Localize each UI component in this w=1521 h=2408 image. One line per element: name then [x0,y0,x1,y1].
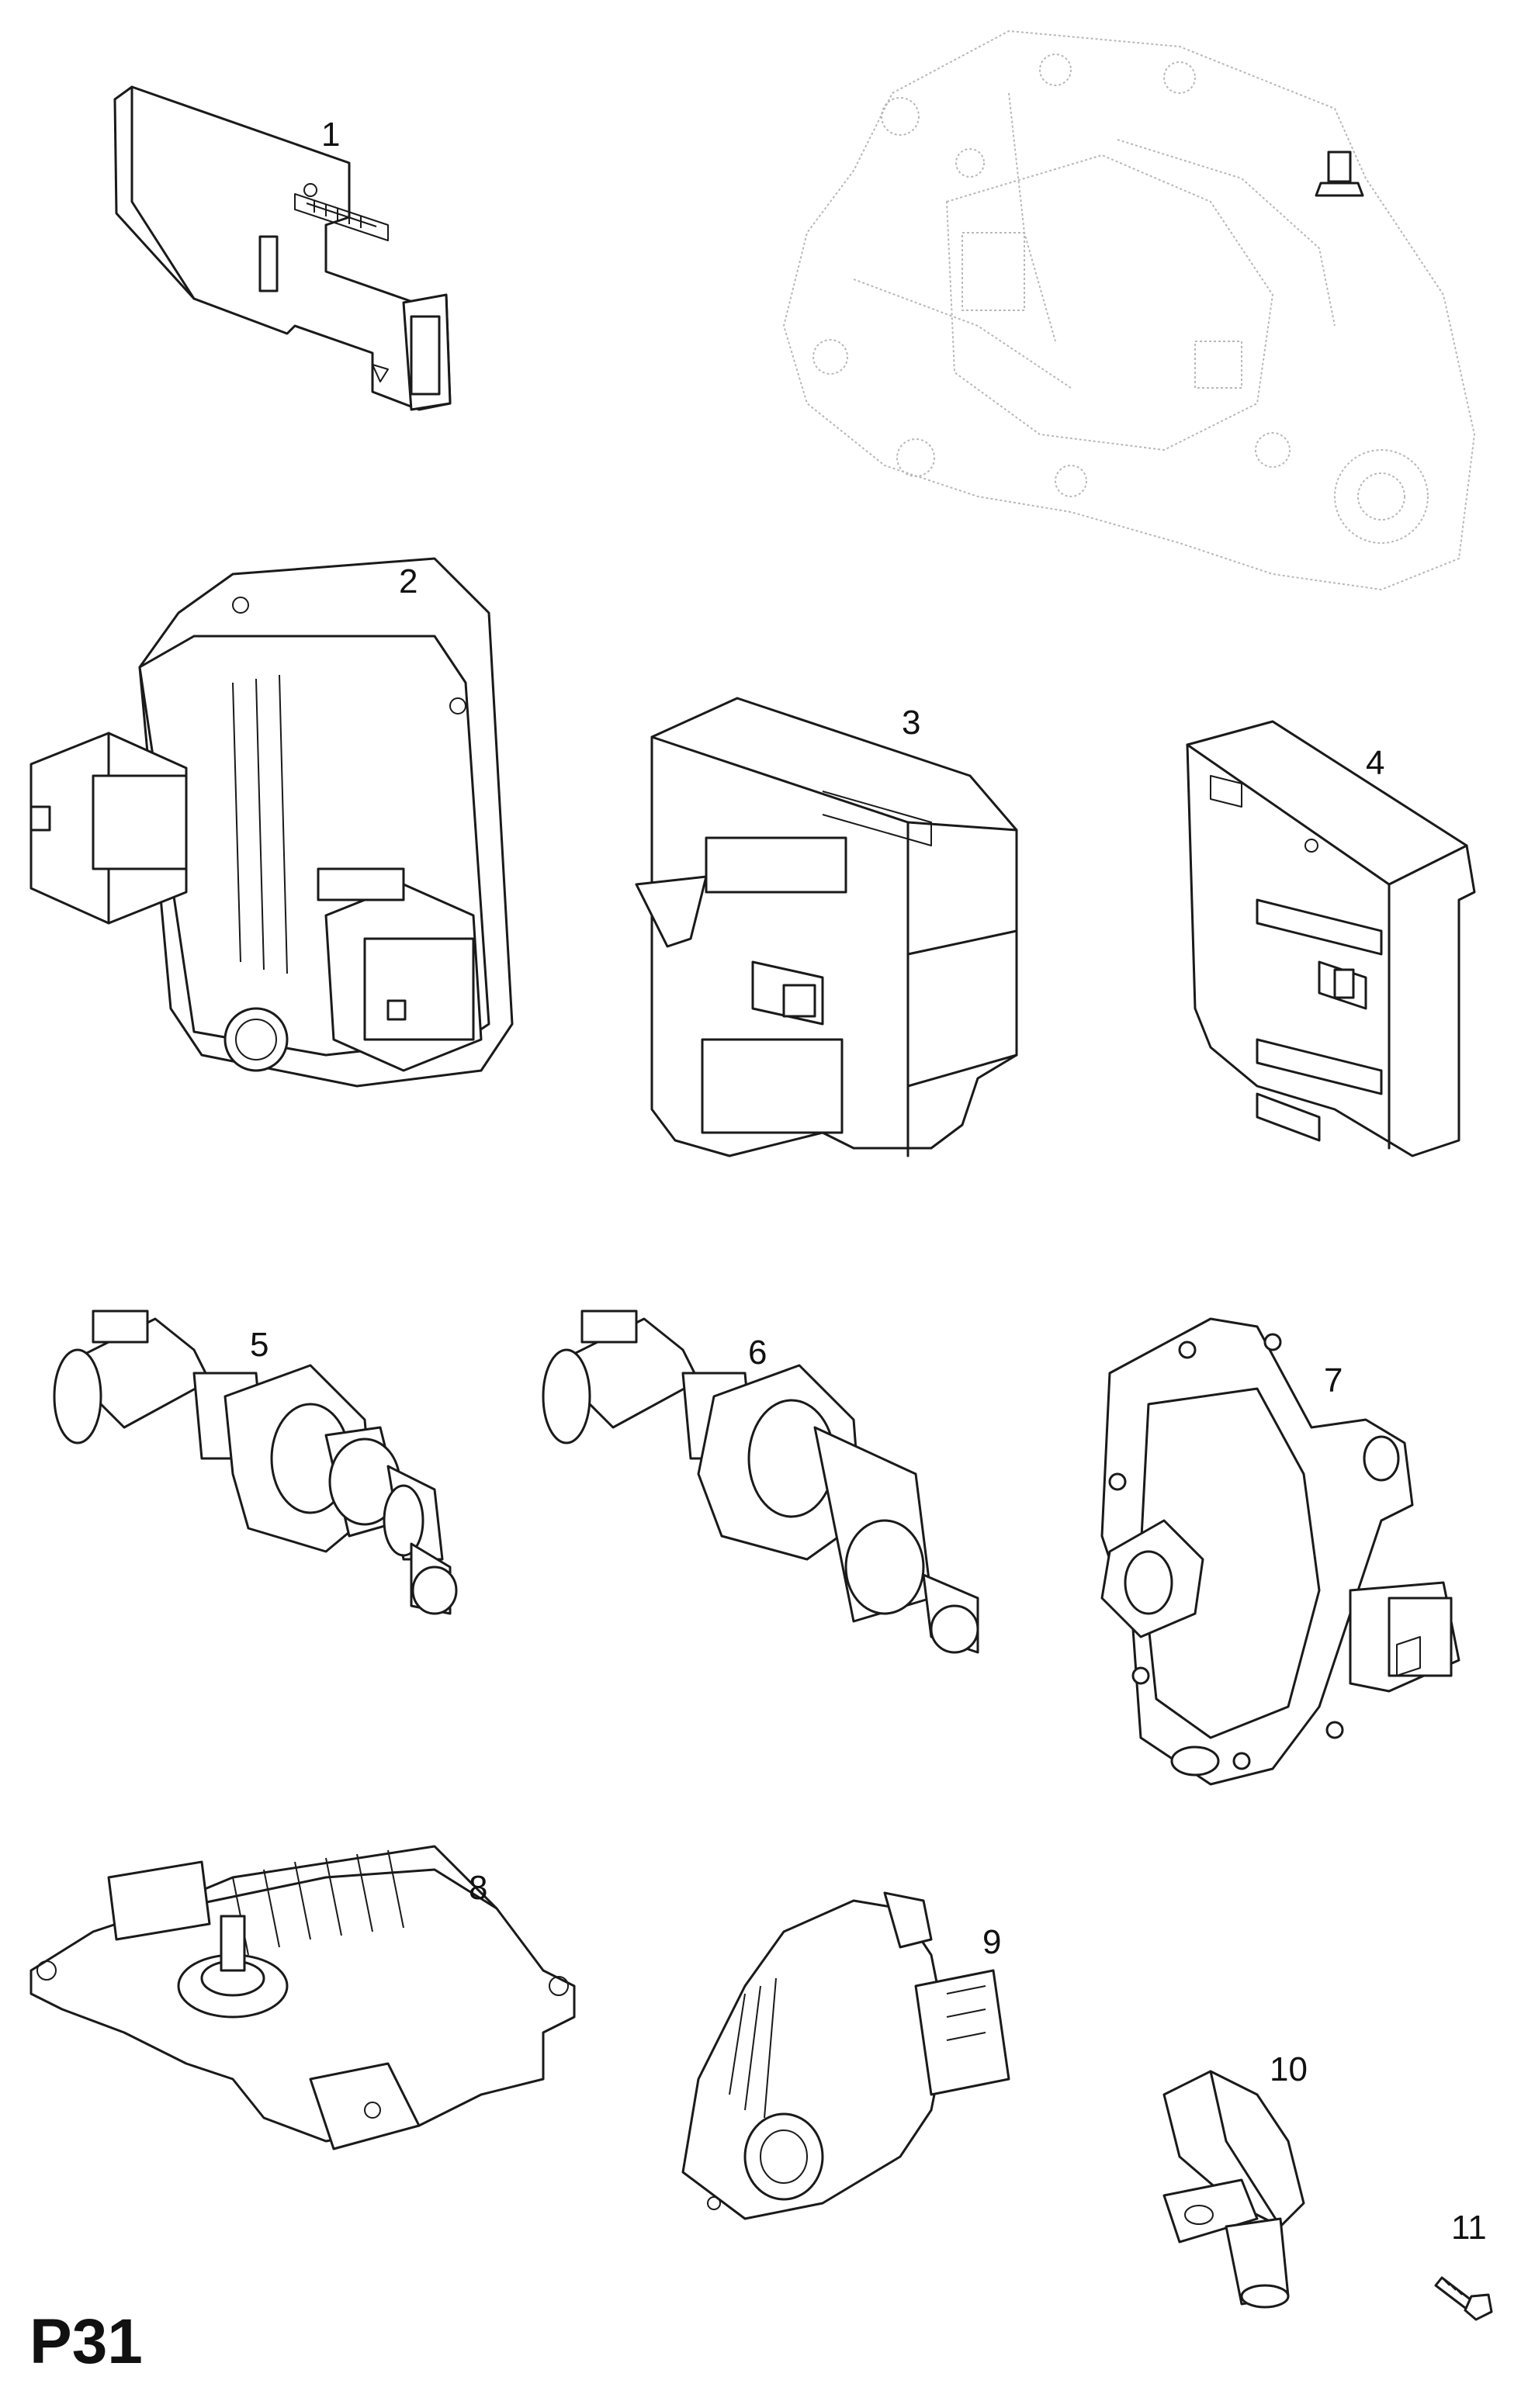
transmission-assembly-ghost-icon [782,29,1476,591]
part-4-control-module-flat-icon [1186,720,1476,1157]
callout-part-7: 7 [1324,1361,1343,1399]
callout-part-5: 5 [250,1326,269,1364]
callout-part-9: 9 [982,1923,1002,1961]
part-2-control-unit-icon [29,557,514,1088]
callout-part-6: 6 [748,1334,767,1372]
highlighted-bolt-icon [1327,150,1352,183]
callout-part-11: 11 [1451,2209,1487,2247]
callout-part-2: 2 [399,562,418,600]
page-label: P31 [29,2306,143,2377]
callout-part-3: 3 [902,704,921,742]
part-5-speed-sensor-icon [53,1310,458,1615]
part-8-position-sensor-icon [29,1845,576,2150]
callout-part-4: 4 [1366,744,1385,782]
part-6-speed-sensor-icon [542,1310,979,1654]
callout-part-10: 10 [1270,2050,1308,2088]
callout-part-8: 8 [469,1869,488,1907]
callout-part-1: 1 [321,116,341,154]
part-10-crankshaft-sensor-icon [1162,2070,1305,2309]
part-11-bolt-icon [1434,2276,1493,2321]
part-3-control-module-icon [635,697,1018,1157]
part-9-park-neutral-switch-icon [681,1891,1010,2220]
part-1-connector-module-icon [113,85,452,411]
part-7-neutral-position-switch-icon [1100,1317,1460,1786]
